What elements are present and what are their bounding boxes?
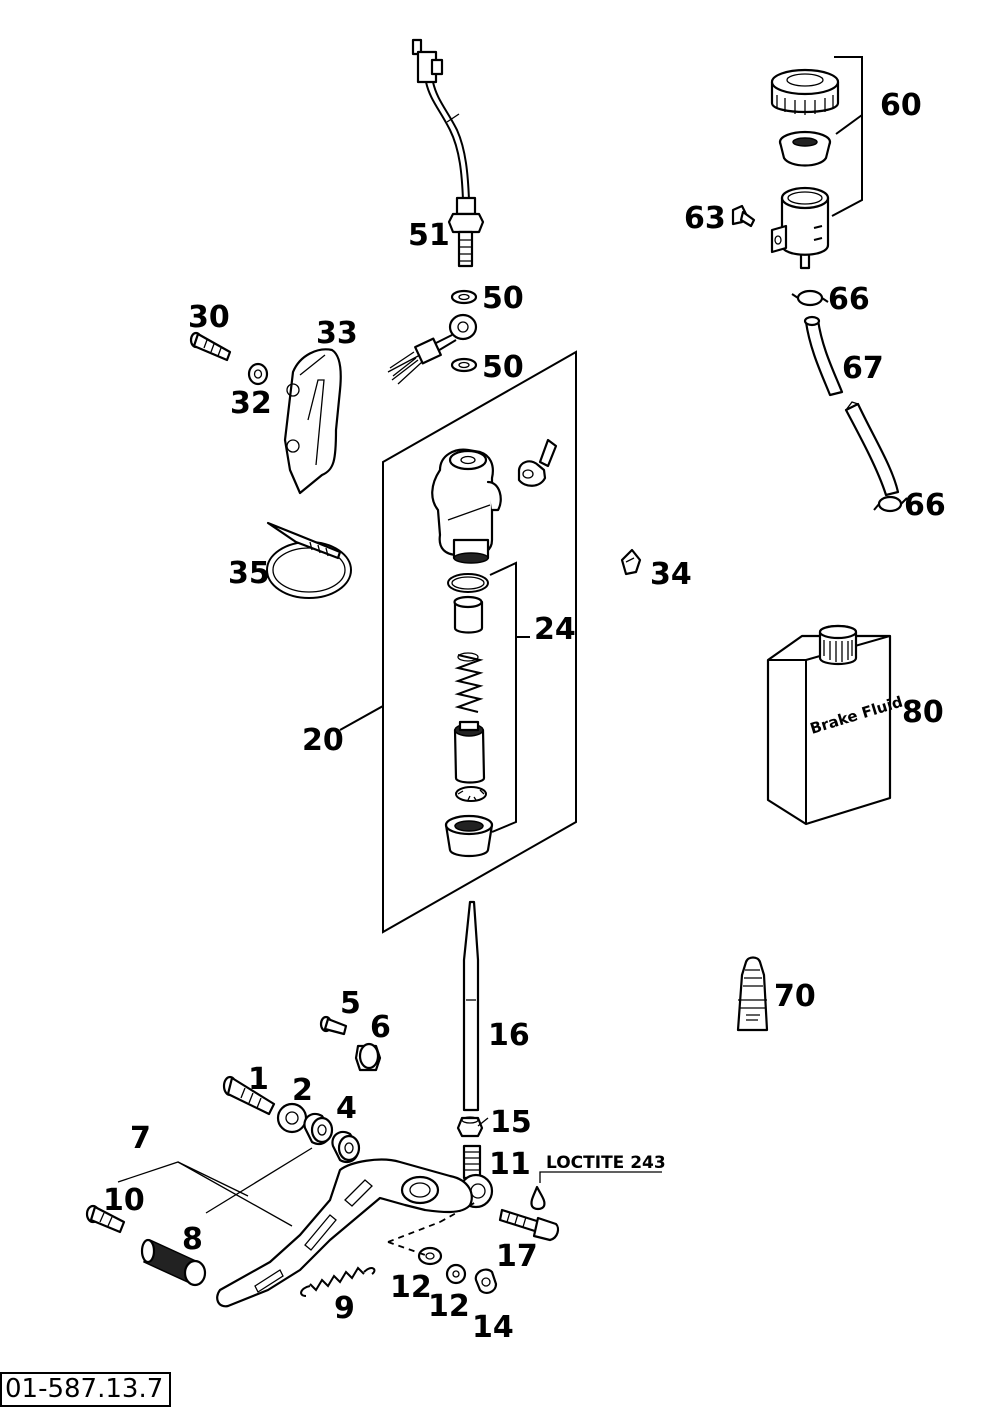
hose-clamp-66-a: [791, 289, 829, 307]
label-50a: 50: [482, 281, 524, 316]
label-12a: 12: [390, 1270, 432, 1305]
loctite-drop: [530, 1171, 662, 1211]
reservoir-cap: [770, 68, 840, 115]
dust-boot: [444, 814, 494, 858]
bushing-4-a: [303, 1112, 334, 1146]
master-cylinder-assembly-20: [339, 350, 577, 934]
leader-7b: [177, 1161, 249, 1197]
label-17: 17: [496, 1239, 538, 1274]
piston: [453, 720, 486, 784]
leader-15: [477, 1117, 489, 1127]
label-5: 5: [340, 986, 361, 1021]
label-1: 1: [248, 1062, 269, 1097]
label-24: 24: [534, 612, 576, 647]
label-30: 30: [188, 300, 230, 335]
label-2: 2: [292, 1073, 313, 1108]
label-34: 34: [650, 557, 692, 592]
label-6: 6: [370, 1010, 391, 1045]
label-66a: 66: [828, 282, 870, 317]
label-14: 14: [472, 1310, 514, 1345]
label-50b: 50: [482, 350, 524, 385]
spacer-2: [276, 1102, 308, 1134]
heat-guard-cover-33: [283, 348, 342, 495]
label-8: 8: [182, 1222, 203, 1257]
washer-12-a: [417, 1246, 443, 1266]
washer-50-lower: [450, 357, 478, 373]
cable-tie-35: [266, 521, 352, 599]
nut-clip-34: [620, 548, 642, 576]
bolt-10: [85, 1204, 126, 1234]
brake-pedal-7: [216, 1158, 473, 1308]
reservoir-body: [770, 186, 830, 270]
spring: [454, 652, 484, 713]
pivot-bolt-1: [222, 1075, 276, 1116]
loctite-note: LOCTITE 243: [546, 1153, 666, 1173]
label-67: 67: [842, 351, 884, 386]
brake-hose-67: [803, 315, 900, 497]
label-7: 7: [130, 1121, 151, 1156]
nut-15: [456, 1116, 484, 1138]
loctite-bottle-70: [736, 956, 769, 1032]
document-reference: 01-587.13.7: [0, 1372, 171, 1407]
bushing-4-b: [331, 1130, 361, 1164]
bracket-60: [831, 56, 863, 217]
push-rod-16: [462, 900, 480, 1112]
washer-32: [247, 362, 269, 386]
label-80: 80: [902, 695, 944, 730]
brake-fluid-can-80: Brake Fluid: [766, 624, 905, 826]
label-11: 11: [489, 1147, 531, 1182]
screw-63: [731, 204, 756, 228]
label-9: 9: [334, 1291, 355, 1326]
label-10: 10: [103, 1183, 145, 1218]
elbow-fitting: [517, 438, 558, 487]
label-63: 63: [684, 201, 726, 236]
label-60: 60: [880, 88, 922, 123]
label-12b: 12: [428, 1289, 470, 1324]
pedal-tip-8: [140, 1238, 207, 1287]
brake-light-switch-51: [411, 38, 485, 268]
spacer-6: [354, 1042, 382, 1072]
hose-clamp-66-b: [873, 495, 908, 513]
nut-14: [474, 1268, 498, 1294]
label-70: 70: [774, 979, 816, 1014]
label-4: 4: [336, 1091, 357, 1126]
label-20: 20: [302, 723, 344, 758]
label-16: 16: [488, 1018, 530, 1053]
leader-8: [205, 1147, 313, 1214]
label-33: 33: [316, 316, 358, 351]
label-32: 32: [230, 386, 272, 421]
repair-kit-24: [444, 561, 530, 858]
circlip: [455, 786, 487, 802]
washer-50-upper: [450, 289, 478, 305]
bolt-30: [189, 331, 232, 362]
banjo-hose-fitting: [387, 313, 478, 385]
label-15: 15: [490, 1105, 532, 1140]
label-51: 51: [408, 218, 450, 253]
washer-12-b: [445, 1263, 467, 1285]
label-66b: 66: [904, 488, 946, 523]
reservoir-diaphragm: [778, 130, 832, 167]
bolt-5: [319, 1015, 348, 1036]
return-spring-9: [300, 1266, 376, 1297]
label-35: 35: [228, 556, 270, 591]
bolt-17: [498, 1208, 560, 1242]
